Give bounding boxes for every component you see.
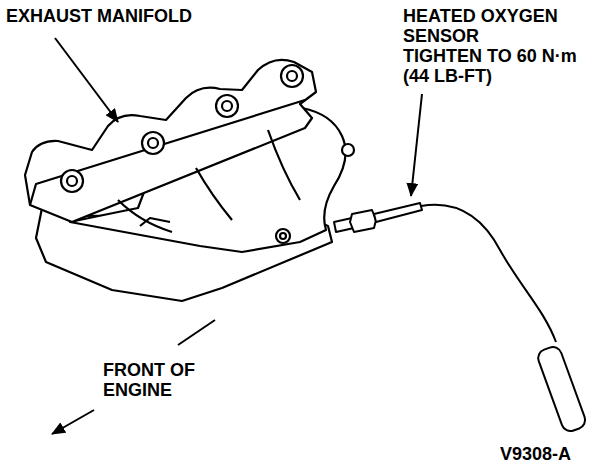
torque-note: TIGHTEN TO 60 N·m (44 LB-FT) [403, 46, 603, 86]
runner-line [140, 218, 170, 226]
leader-line [411, 94, 422, 196]
direction-arrow [178, 320, 215, 345]
flange-edge [30, 100, 305, 205]
sensor-wire [421, 205, 556, 342]
direction-label: FRONT OF ENGINE [103, 360, 213, 400]
bolt-hole [222, 101, 232, 111]
exhaust-manifold [25, 60, 354, 301]
direction-arrow [52, 410, 94, 434]
bolt-boss [281, 65, 303, 87]
figure-number: V9308-A [500, 444, 571, 464]
runner-line [196, 168, 232, 220]
head-flange [25, 60, 316, 222]
bolt-hole [287, 71, 297, 81]
bolt-boss [216, 95, 238, 117]
bolt-hole [148, 138, 158, 148]
bolt-hole [67, 176, 77, 186]
flange-stud [276, 229, 290, 243]
leader-line [55, 38, 118, 122]
runner-line [118, 200, 172, 232]
runner-line [268, 130, 300, 200]
stud-boss [342, 144, 354, 156]
sensor-connector [536, 345, 588, 434]
bolt-boss [142, 132, 164, 154]
bolt-boss [61, 170, 83, 192]
flange-stud [280, 233, 286, 239]
leaders [52, 38, 422, 434]
oxygen-sensor [334, 203, 588, 434]
part-label: EXHAUST MANIFOLD [6, 6, 192, 26]
part-label: HEATED OXYGEN SENSOR [403, 6, 603, 46]
sensor-shaft [374, 203, 422, 222]
connector-body [536, 345, 588, 434]
sensor-hex [350, 210, 376, 232]
